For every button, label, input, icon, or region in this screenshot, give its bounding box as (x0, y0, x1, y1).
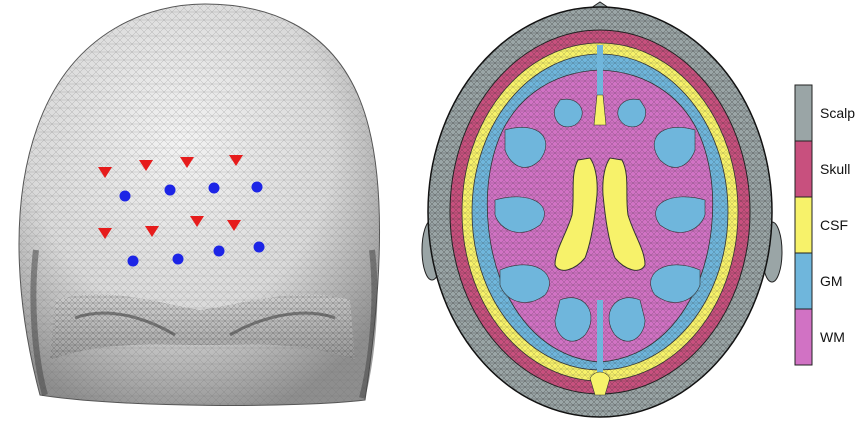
detector-marker (165, 185, 176, 196)
axial-slice-icon (422, 2, 782, 417)
legend-label-csf: CSF (820, 217, 848, 233)
legend-label-wm: WM (820, 329, 845, 345)
head-mesh-icon (19, 4, 379, 405)
legend-label-scalp: Scalp (820, 105, 855, 121)
detector-marker (214, 246, 225, 257)
legend-swatch-scalp (795, 85, 812, 141)
legend-swatch-skull (795, 141, 812, 197)
detector-marker (128, 256, 139, 267)
detector-marker (209, 183, 220, 194)
detector-marker (120, 191, 131, 202)
head-surface-panel (19, 4, 379, 405)
detector-marker (173, 254, 184, 265)
brain-slice-panel (422, 2, 782, 417)
tissue-legend: Scalp Skull CSF GM WM (795, 85, 855, 365)
legend-swatch-gm (795, 253, 812, 309)
detector-marker (254, 242, 265, 253)
legend-label-gm: GM (820, 273, 843, 289)
legend-swatch-csf (795, 197, 812, 253)
detector-marker (252, 182, 263, 193)
legend-label-skull: Skull (820, 161, 850, 177)
legend-swatch-wm (795, 309, 812, 365)
